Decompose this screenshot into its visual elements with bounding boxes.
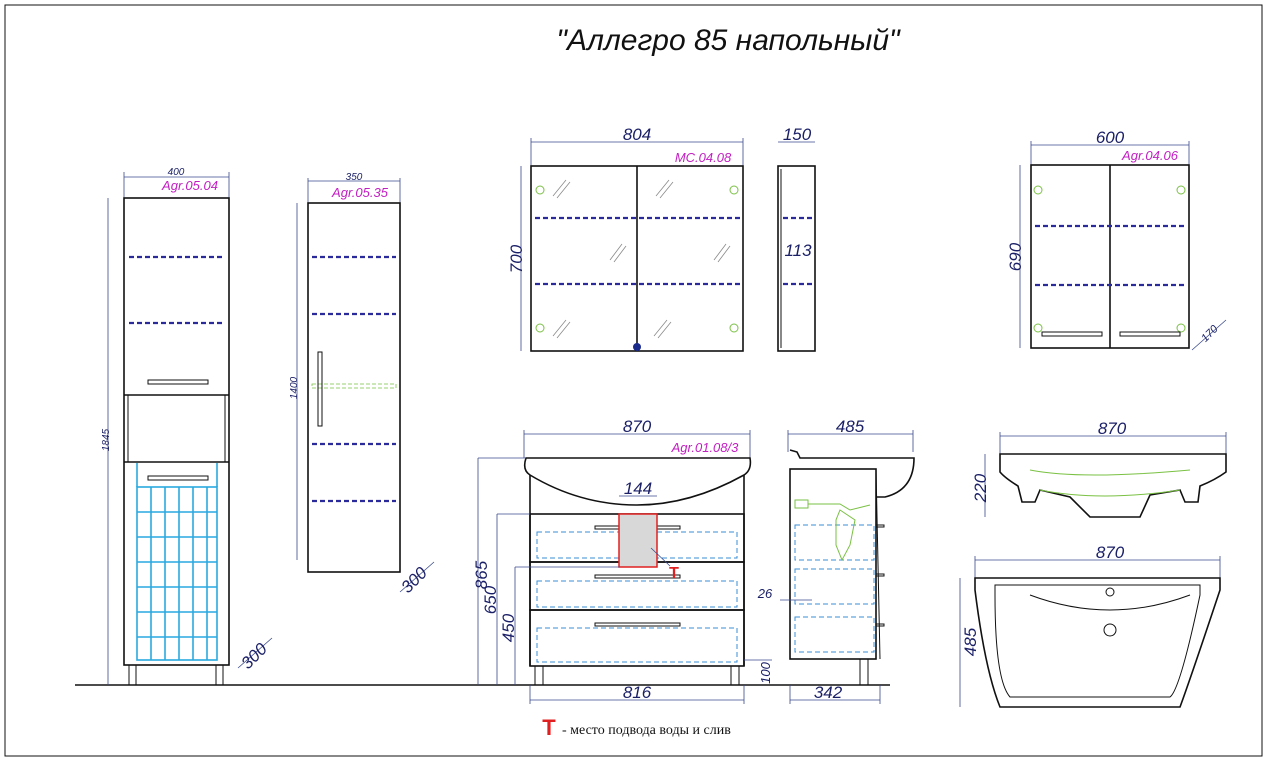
laundry-basket [136,463,218,661]
mirror-cabinet-height: 700 [507,244,526,273]
vanity-body-width: 816 [623,683,652,702]
wall-cabinet-height: 1400 [289,376,300,399]
drawing-title: "Аллегро 85 напольный" [556,24,901,57]
small-mirror-width: 600 [1096,128,1125,147]
vanity-height-650: 650 [481,585,500,614]
vanity-body-depth: 342 [814,683,843,702]
tall-cabinet-depth: 300 [237,639,271,673]
vanity-height-450: 450 [499,613,518,642]
legend-text: - место подвода воды и слив [562,723,731,738]
vanity-total-height: 865 [472,560,491,589]
legend-symbol: T [542,715,556,740]
sink-side-view: 870 220 [971,419,1227,518]
mirror-cabinet-inner-depth: 113 [784,241,812,260]
sink-side-width: 870 [1098,419,1127,438]
legend: T - место подвода воды и слив [542,715,731,740]
mirror-cabinet-model: MC.04.08 [675,150,732,165]
small-mirror-height: 690 [1006,242,1025,271]
vanity-model: Agr.01.08/3 [671,440,740,455]
mirror-cabinet: 804 MC.04.08 700 150 113 [507,125,816,352]
vanity-front: 870 Agr.01.08/3 144 T 865 650 450 100 81… [472,417,773,704]
wall-cabinet-depth: 300 [397,563,431,597]
sink-top-view: 870 485 [959,543,1221,708]
vanity-offset: 26 [757,586,773,601]
vanity-width: 870 [623,417,652,436]
small-mirror-model: Agr.04.06 [1121,148,1179,163]
vanity-side: 485 26 342 [757,417,915,704]
mirror-cabinet-width: 804 [623,125,651,144]
tall-cabinet-height: 1845 [101,428,112,451]
wall-cabinet: 350 Agr.05.35 1400 300 [289,172,435,597]
tall-cabinet-width: 400 [168,167,185,178]
connection-marker: T [669,565,679,582]
sink-top-width: 870 [1096,543,1125,562]
vanity-leg-height: 100 [758,661,773,683]
connection-width: 144 [624,479,652,498]
sink-top-depth: 485 [961,627,980,656]
wall-cabinet-model: Agr.05.35 [331,185,389,200]
mirror-cabinet-depth: 150 [783,125,812,144]
tall-cabinet: 400 Agr.05.04 1845 300 [101,167,273,686]
wall-cabinet-width: 350 [346,172,363,183]
drawing-frame [4,4,1263,757]
small-mirror-cabinet: 600 Agr.04.06 690 170 [1006,128,1227,351]
connection-zone [618,513,658,568]
tall-cabinet-model: Agr.05.04 [161,178,218,193]
vanity-depth: 485 [836,417,865,436]
sink-side-height: 220 [971,473,990,503]
